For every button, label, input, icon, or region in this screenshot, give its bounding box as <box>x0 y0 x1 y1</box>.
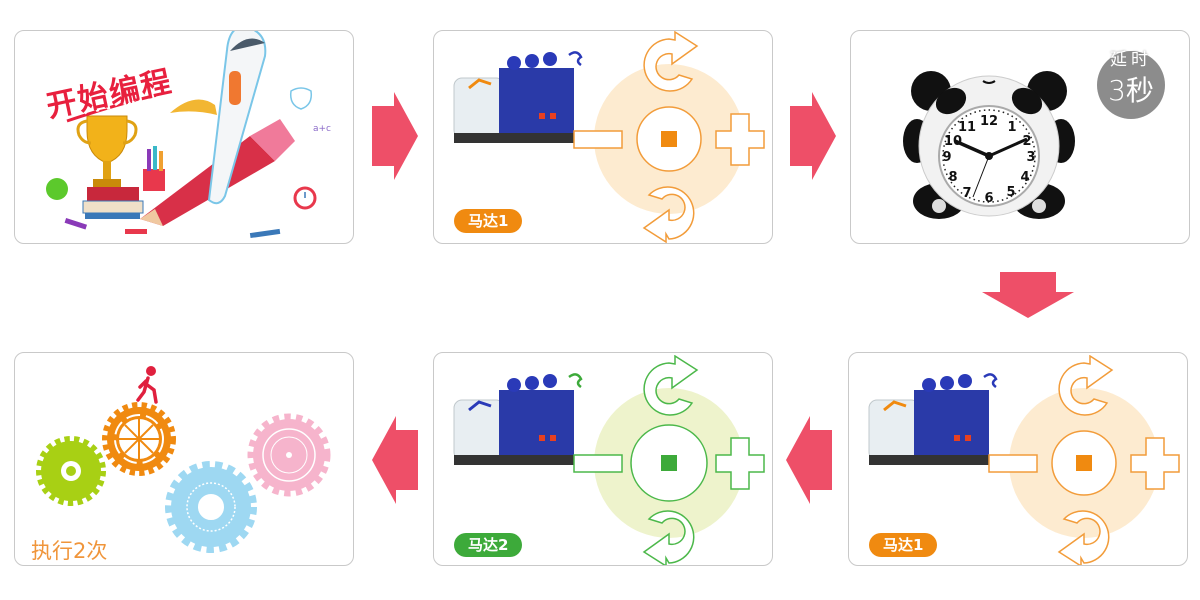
stop-icon <box>1076 455 1092 471</box>
motor-block-icon <box>453 373 583 465</box>
repeat-card[interactable]: 执行2次 <box>14 352 354 566</box>
flow-arrow-right-1 <box>372 92 418 180</box>
stop-icon <box>661 131 677 147</box>
clock-num: 6 <box>984 191 993 206</box>
apple-outline-icon <box>289 87 313 110</box>
clock-num: 9 <box>942 150 951 165</box>
motor-block-illustration <box>453 51 583 143</box>
motor-control-dial <box>573 31 765 243</box>
delay-value: 3秒 <box>1108 74 1154 107</box>
clock-num: 8 <box>948 170 957 185</box>
clock-num: 10 <box>944 134 962 149</box>
gears-illustration <box>36 366 331 553</box>
minus-button[interactable] <box>573 130 623 149</box>
apple-icon <box>46 178 68 200</box>
plus-button[interactable] <box>1130 437 1180 490</box>
start-card[interactable]: a+c 开始编程 <box>14 30 354 244</box>
clock-num: 4 <box>1020 170 1029 185</box>
clock-num: 11 <box>958 120 976 135</box>
clock-face-numbers: 12 1 2 3 4 5 6 7 8 9 10 11 <box>942 114 1035 206</box>
clock-num: 7 <box>962 186 971 201</box>
motor-label-badge: 马达1 <box>454 209 523 233</box>
start-illustration: a+c <box>46 31 331 239</box>
stop-icon <box>661 455 677 471</box>
rotate-cw-icon[interactable] <box>643 355 699 416</box>
pink-gear-icon <box>247 413 331 497</box>
rotate-cw-icon[interactable] <box>1058 355 1114 416</box>
delay-label: 延时 <box>1110 50 1152 70</box>
motor-control-dial <box>573 355 765 566</box>
pencil-cup-icon <box>143 146 165 191</box>
delay-badge: 延时 3秒 <box>1097 50 1165 119</box>
clock-num: 12 <box>980 114 998 129</box>
rotate-ccw-icon[interactable] <box>642 510 695 566</box>
books-icon <box>82 187 144 219</box>
flow-arrow-down <box>982 272 1074 318</box>
minus-button[interactable] <box>573 454 623 473</box>
motor1-card-second[interactable]: 马达1 <box>848 352 1188 566</box>
orange-gear-icon <box>102 402 176 476</box>
crayon-icon <box>125 229 147 234</box>
rotate-cw-icon[interactable] <box>643 31 699 92</box>
motor2-card[interactable]: 马达2 <box>433 352 773 566</box>
motor-label-badge: 马达1 <box>869 533 938 557</box>
flow-arrow-right-2 <box>790 92 836 180</box>
clock-num: 3 <box>1026 150 1035 165</box>
flow-arrow-left-1 <box>786 416 832 504</box>
motor-block-illustration <box>868 373 998 465</box>
motor1-card-first[interactable]: 马达1 <box>433 30 773 244</box>
minus-button[interactable] <box>988 454 1038 473</box>
motor-label-badge: 马达2 <box>454 533 523 557</box>
plus-button[interactable] <box>715 437 765 490</box>
motor-control-dial <box>988 355 1180 566</box>
green-gear-icon <box>36 436 106 506</box>
rotate-ccw-icon[interactable] <box>642 186 695 243</box>
panda-alarm-clock-icon <box>903 71 1075 219</box>
hat-icon <box>170 99 217 115</box>
rotate-ccw-icon[interactable] <box>1057 510 1110 566</box>
pencil-icon <box>140 119 295 226</box>
repeat-count-label: 执行2次 <box>31 539 108 563</box>
panda-clock-illustration: 12 1 2 3 4 5 6 7 8 9 10 11 <box>903 71 1075 219</box>
clock-num: 5 <box>1006 185 1015 200</box>
clock-num: 1 <box>1007 120 1016 135</box>
pen-icon <box>249 228 281 239</box>
motor-block-icon <box>868 373 998 465</box>
walking-person-icon <box>136 366 158 404</box>
clock-num: 2 <box>1022 134 1031 149</box>
flow-arrow-left-2 <box>372 416 418 504</box>
plus-button[interactable] <box>715 113 765 166</box>
trophy-icon <box>76 115 138 187</box>
delay-card[interactable]: 12 1 2 3 4 5 6 7 8 9 10 11 延时 3秒 <box>850 30 1190 244</box>
alarm-clock-icon <box>293 186 317 210</box>
motor-block-illustration <box>453 373 583 465</box>
math-doodle: a+c <box>313 124 331 134</box>
blue-gear-icon <box>165 461 257 553</box>
title-underline <box>66 91 168 123</box>
motor-block-icon <box>453 51 583 143</box>
crayon-icon <box>64 218 88 230</box>
reading-pen-icon <box>207 31 267 205</box>
